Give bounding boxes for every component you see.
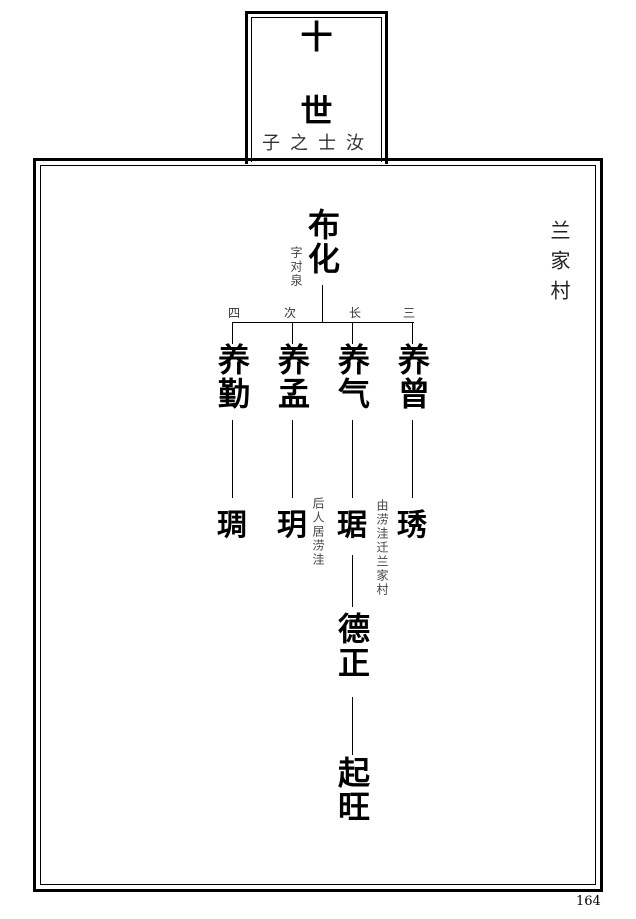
generation-subtitle: 子之士汝 [262, 133, 374, 154]
grandchild-name: 琇 [397, 508, 427, 543]
child-name: 养孟 [273, 343, 311, 411]
child-name: 养曾 [393, 343, 431, 411]
child-name: 养勤 [213, 343, 251, 411]
descendant-name: 德正 [333, 612, 371, 680]
grandchild-name: 琱 [217, 508, 247, 543]
child-name: 养气 [333, 343, 371, 411]
birth-order: 次 [283, 306, 296, 320]
birth-order: 长 [348, 306, 361, 320]
page-frame [33, 158, 603, 892]
tree-line [232, 322, 233, 344]
tree-line [352, 697, 353, 755]
generation-number: 十 [300, 18, 333, 56]
root-note: 字对泉 [289, 246, 303, 288]
birth-order: 四 [227, 306, 240, 320]
tree-line [292, 322, 293, 344]
tree-line [292, 420, 293, 498]
grandchild-name: 玥 [277, 508, 307, 543]
grandchild-name: 琚 [337, 508, 367, 543]
tree-line [352, 322, 353, 344]
tree-line [412, 420, 413, 498]
tree-line [322, 285, 323, 322]
generation-tab-frame [245, 11, 388, 164]
descendant-name: 起旺 [333, 756, 371, 824]
birth-order: 三 [402, 306, 415, 320]
tree-line [232, 420, 233, 498]
generation-label: 世 [300, 92, 333, 130]
tree-line [352, 555, 353, 607]
page-number: 164 [576, 894, 601, 909]
sibling-line [232, 322, 414, 323]
grandchild-note: 由涝洼迁兰家村 [375, 499, 389, 597]
tree-line [412, 322, 413, 344]
village-name: 兰家村 [547, 220, 571, 310]
grandchild-note: 后人居涝洼 [311, 497, 325, 567]
generation-tab-inner-frame [251, 17, 382, 162]
tree-line [352, 420, 353, 498]
page-inner-frame [40, 165, 596, 885]
root-name: 布化 [303, 208, 341, 276]
